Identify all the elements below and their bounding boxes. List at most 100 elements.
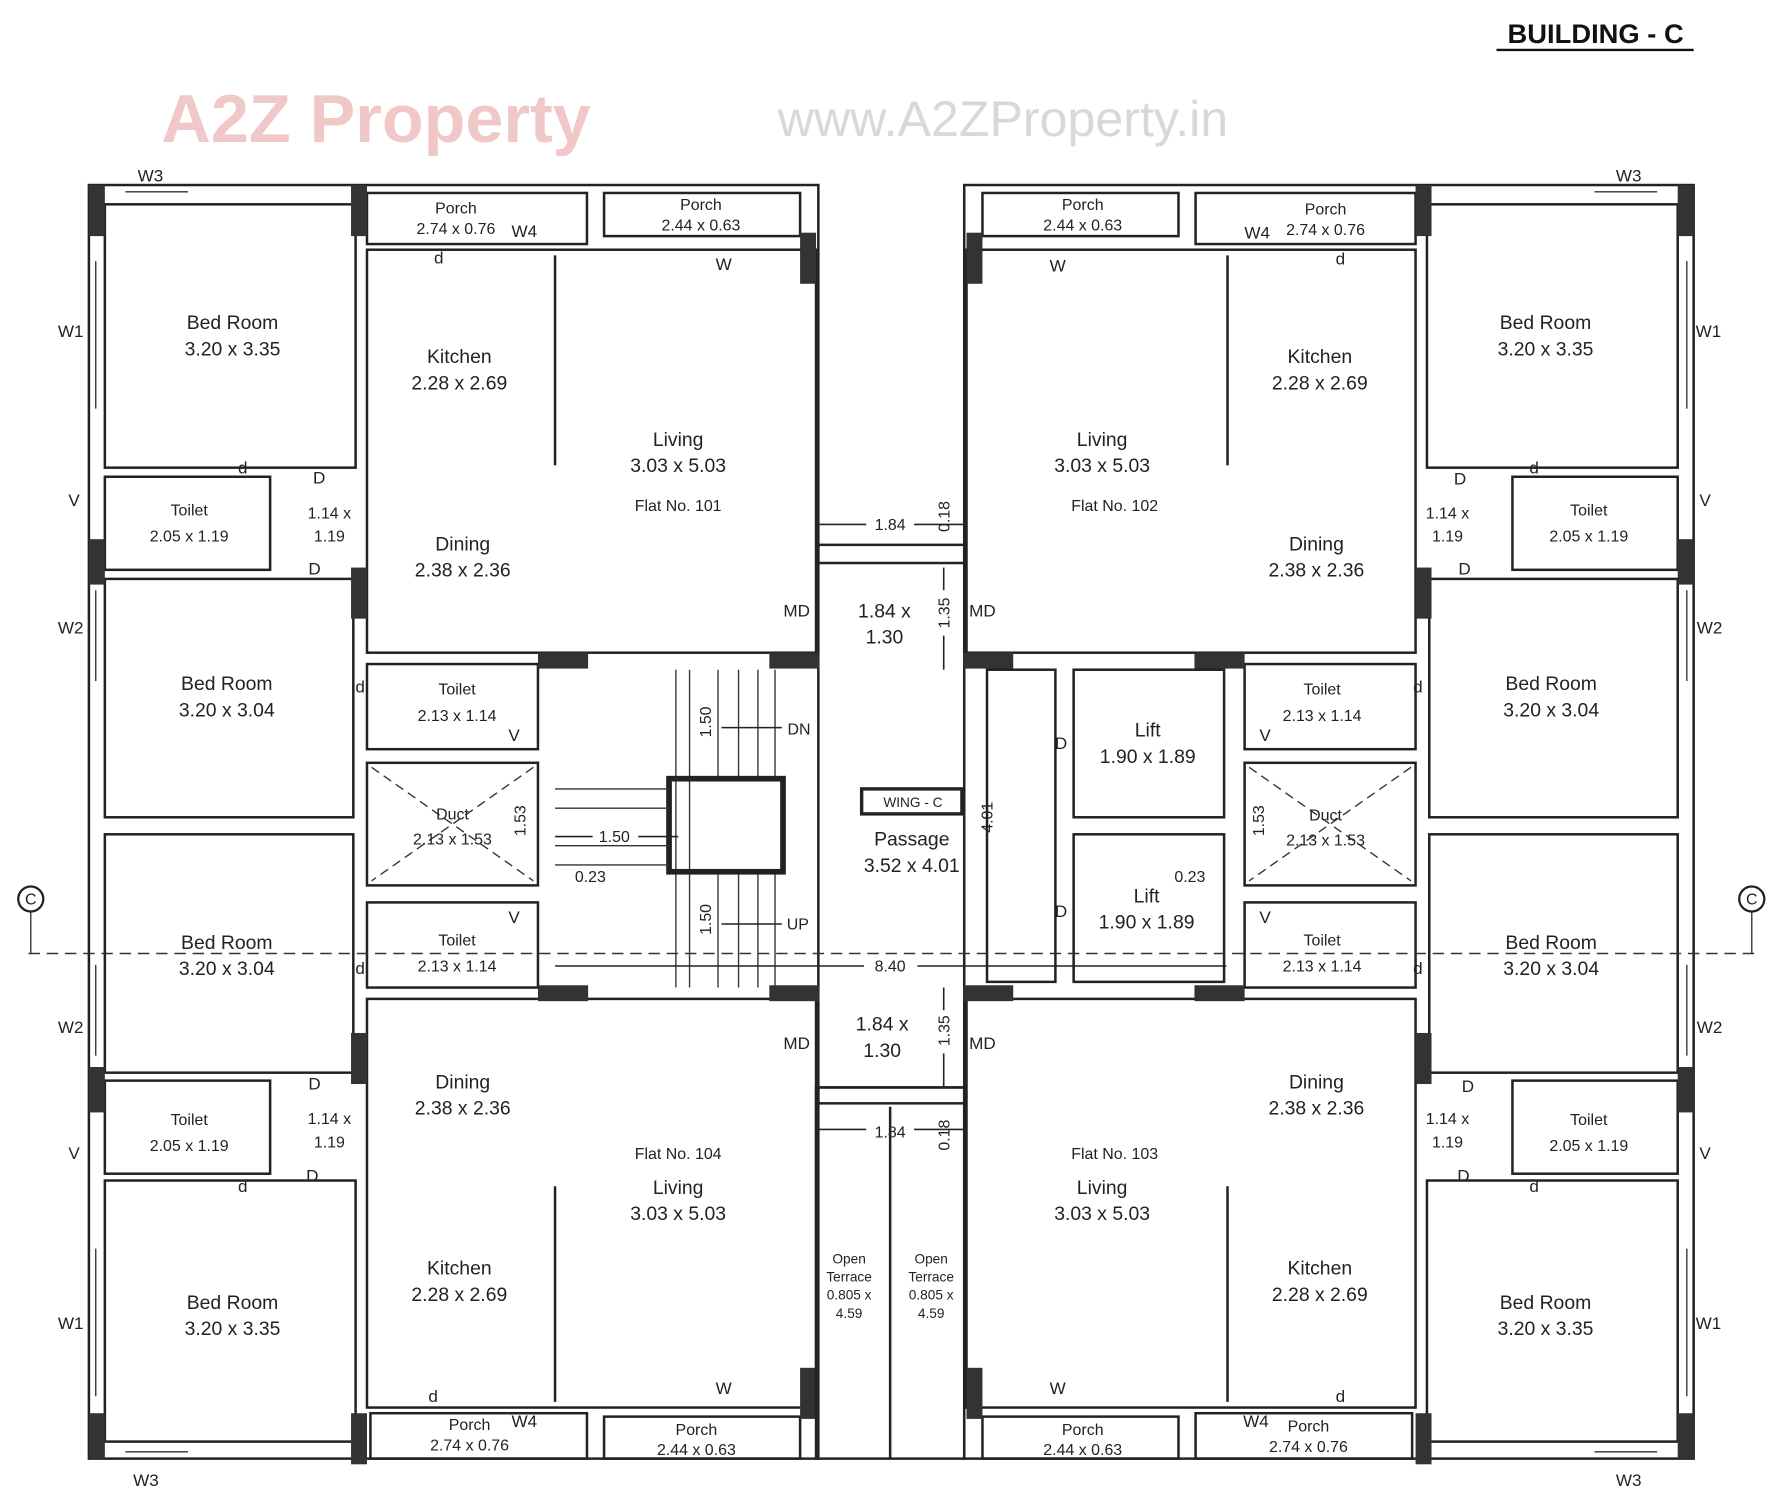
dimensions-d135-label: 1.35 xyxy=(936,1015,953,1046)
tags-v-label: V xyxy=(1699,1144,1711,1163)
tags-door-label: D xyxy=(1462,1077,1474,1096)
flats-3-living-dim-label: 3.03 x 5.03 xyxy=(630,1204,726,1225)
common-duct-name-label: Duct xyxy=(436,807,469,824)
grid-marker-right xyxy=(1738,885,1766,913)
flats-0-porch-b-dim-label: 2.44 x 0.63 xyxy=(662,217,741,234)
watermark-url: www.A2ZProperty.in xyxy=(777,91,1228,147)
flats-3-lobby-dim-1-label: 1.14 x xyxy=(308,1111,351,1128)
common-open-terrace-dim-1-label: 0.805 x xyxy=(827,1288,872,1303)
flats-2-living-dim-label: 3.03 x 5.03 xyxy=(1054,1204,1150,1225)
flats-2-toilet-b-dim-label: 2.13 x 1.14 xyxy=(1283,959,1362,976)
tags-main-door-label: MD xyxy=(969,1034,996,1053)
flats-1-dining-dim-label: 2.38 x 2.36 xyxy=(1268,561,1364,582)
watermark-logo: A2Z Property xyxy=(161,81,590,157)
open-terrace xyxy=(814,543,966,1460)
flats-0-porch-a-name-label: Porch xyxy=(435,200,477,217)
tags-w2-label: W2 xyxy=(58,618,84,637)
common-open-terrace-line-1-label: Open xyxy=(832,1251,865,1266)
flats-2-toilet-a-name-label: Toilet xyxy=(1570,1112,1608,1129)
tags-w1-label: W1 xyxy=(58,322,84,341)
tags-door-small-label: d xyxy=(1529,1177,1539,1196)
flats-0-kitchen-dim-label: 2.28 x 2.69 xyxy=(411,373,507,394)
flats-3-bed-room-a-name-label: Bed Room xyxy=(187,1293,279,1314)
common-duct-dim-label: 2.13 x 1.53 xyxy=(413,832,492,849)
common-lobby-dim-1-label: 1.84 x xyxy=(856,1015,909,1036)
flats-2-toilet-b-name-label: Toilet xyxy=(1303,933,1341,950)
dimensions-d018-label: 0.18 xyxy=(936,501,953,532)
flats-0-living-dim-label: 3.03 x 5.03 xyxy=(630,456,726,477)
tags-v-label: V xyxy=(68,491,80,510)
flats-2-porch-b-name-label: Porch xyxy=(1062,1422,1104,1439)
tags-door-label: D xyxy=(1055,902,1067,921)
dimensions-d150-label: 1.50 xyxy=(698,706,715,737)
flats-2-dining-dim-label: 2.38 x 2.36 xyxy=(1268,1099,1364,1120)
tags-door-small-label: d xyxy=(434,248,444,267)
tags-w1-label: W1 xyxy=(1696,1314,1722,1333)
flats-3-porch-a-name-label: Porch xyxy=(449,1417,491,1434)
flats-2-flat-no-label: Flat No. 103 xyxy=(1071,1146,1158,1163)
flats-0-toilet-b-dim-label: 2.13 x 1.14 xyxy=(418,708,497,725)
tags-door-label: D xyxy=(306,1167,318,1186)
dimensions-d184-label: 1.84 xyxy=(875,1124,906,1141)
dimensions-d150-label: 1.50 xyxy=(599,829,630,846)
common-lobby-dim-2-label: 1.30 xyxy=(863,1041,901,1062)
common-lift-dim-label: 1.90 x 1.89 xyxy=(1099,913,1195,934)
tags-w4-label: W4 xyxy=(511,1412,537,1431)
flats-1-porch-b-dim-label: 2.44 x 0.63 xyxy=(1043,217,1122,234)
flats-3-flat-no-label: Flat No. 104 xyxy=(635,1146,722,1163)
common-open-terrace-line-2-label: Terrace xyxy=(826,1270,872,1285)
dimensions-d023-label: 0.23 xyxy=(575,869,606,886)
flats-3-toilet-b-name-label: Toilet xyxy=(438,933,476,950)
tags-w-label: W xyxy=(1050,256,1067,275)
flats-2-porch-a-name-label: Porch xyxy=(1288,1418,1330,1435)
tags-v-label: V xyxy=(1699,491,1711,510)
flats-2-bed-room-b-name-label: Bed Room xyxy=(1505,933,1597,954)
tags-w3-label: W3 xyxy=(133,1471,159,1487)
flats-3-dining-dim-label: 2.38 x 2.36 xyxy=(415,1099,511,1120)
flats-1-dining-name-label: Dining xyxy=(1289,535,1344,556)
flats-0-kitchen-name-label: Kitchen xyxy=(427,347,492,368)
flats-2-dining-name-label: Dining xyxy=(1289,1073,1344,1094)
tags-door-label: D xyxy=(1454,470,1466,489)
flats-0-toilet-a-name-label: Toilet xyxy=(171,502,209,519)
grid-marker-left xyxy=(17,885,45,913)
tags-door-label: D xyxy=(308,559,320,578)
dimension-lines xyxy=(555,523,1227,1131)
common-lobby-dim-1-label: 1.84 x xyxy=(858,602,911,623)
tags-w1-label: W1 xyxy=(58,1314,84,1333)
tags-w-label: W xyxy=(716,255,733,274)
tags-door-small-label: d xyxy=(428,1387,438,1406)
flats-3-toilet-b-dim-label: 2.13 x 1.14 xyxy=(418,959,497,976)
tags-v-label: V xyxy=(1259,726,1271,745)
common-open-terrace-dim-2-label: 4.59 xyxy=(836,1306,863,1321)
tags-main-door-label: MD xyxy=(969,601,996,620)
common-duct-name-label: Duct xyxy=(1309,808,1342,825)
flats-3-porch-a-dim-label: 2.74 x 0.76 xyxy=(430,1438,509,1455)
flats-1-lobby-dim-2-label: 1.19 xyxy=(1432,528,1463,545)
tags-door-label: D xyxy=(308,1075,320,1094)
flats-0-living-name-label: Living xyxy=(653,430,704,451)
tags-door-small-label: d xyxy=(1336,1387,1346,1406)
tags-v-label: V xyxy=(1259,908,1271,927)
common-stair-up-label: UP xyxy=(787,917,809,934)
flats-0-flat-no-label: Flat No. 101 xyxy=(635,498,722,515)
flats-1-porch-b-name-label: Porch xyxy=(1062,197,1104,214)
tags-main-door-label: MD xyxy=(783,1034,810,1053)
flats-1-bed-room-b-dim-label: 3.20 x 3.04 xyxy=(1503,700,1599,721)
flats-1-toilet-a-name-label: Toilet xyxy=(1570,502,1608,519)
flats-2-lobby-dim-2-label: 1.19 xyxy=(1432,1135,1463,1152)
wing-label-label: WING - C xyxy=(883,795,942,810)
flats-0-lobby-dim-2-label: 1.19 xyxy=(314,528,345,545)
flats-1-toilet-b-dim-label: 2.13 x 1.14 xyxy=(1283,708,1362,725)
flats-0-bed-room-a-dim-label: 3.20 x 3.35 xyxy=(185,339,281,360)
flats-3-kitchen-dim-label: 2.28 x 2.69 xyxy=(411,1285,507,1306)
staircase xyxy=(555,669,786,988)
flats-2-living-name-label: Living xyxy=(1077,1178,1128,1199)
dimensions-d023-label: 0.23 xyxy=(1174,869,1205,886)
tags-door-small-label: d xyxy=(1336,250,1346,269)
flats-0-bed-room-a-name-label: Bed Room xyxy=(187,313,279,334)
wing-label-box xyxy=(859,787,964,816)
flats-1-bed-room-a-name-label: Bed Room xyxy=(1500,313,1592,334)
dimensions-d150-label: 1.50 xyxy=(698,904,715,935)
tags-v-label: V xyxy=(68,1144,80,1163)
